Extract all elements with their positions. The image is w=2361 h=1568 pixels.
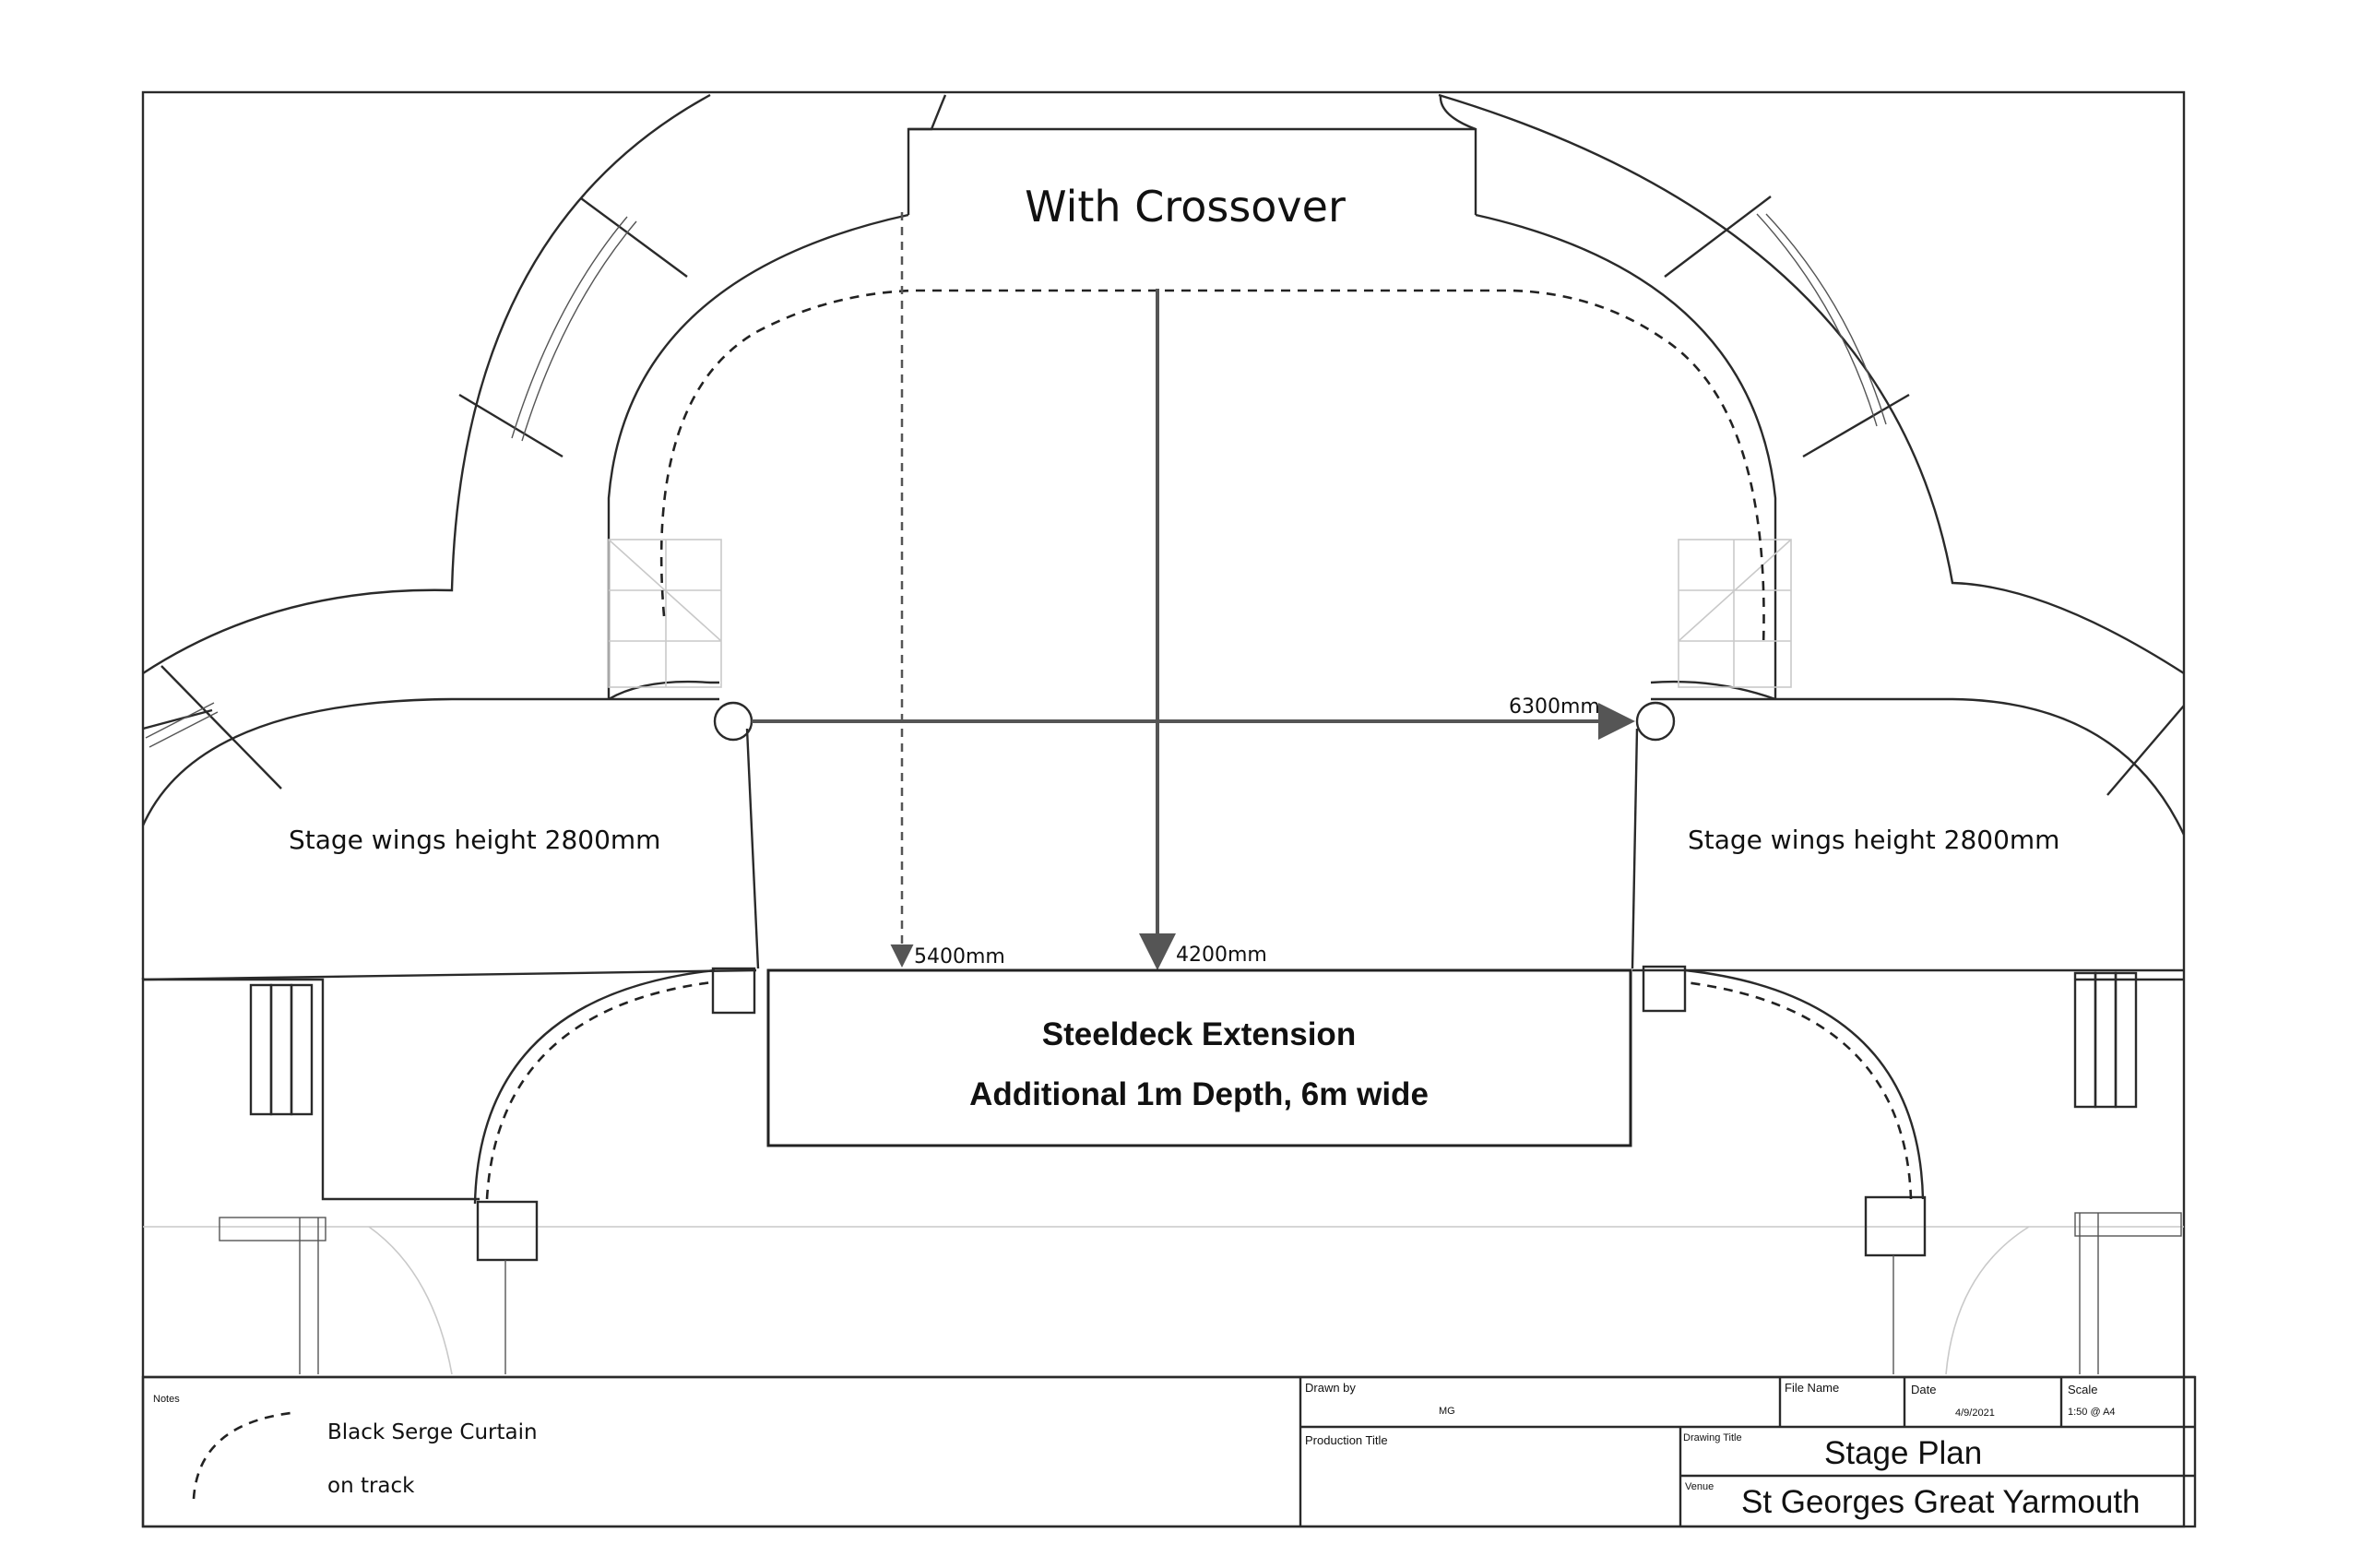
legend-line1: Black Serge Curtain <box>327 1420 538 1444</box>
dimension-depth-dashed-label: 5400mm <box>914 945 1005 968</box>
legend-line2: on track <box>327 1474 415 1498</box>
background-scaffolding <box>368 539 2030 1375</box>
wing-label-right: Stage wings height 2800mm <box>1688 825 2059 855</box>
dimension-depth-solid-label: 4200mm <box>1176 944 1267 967</box>
door-structures <box>219 701 2182 1374</box>
date-label: Date <box>1911 1383 1936 1396</box>
file-name-label: File Name <box>1785 1381 1839 1395</box>
drawn-by-value: MG <box>1439 1406 1455 1417</box>
scale-value: 1:50 @ A4 <box>2068 1407 2116 1418</box>
column-right <box>1635 701 1676 742</box>
dimension-width-label: 6300mm <box>1509 695 1600 719</box>
drawing-heading: With Crossover <box>1025 182 1346 232</box>
venue-value: St Georges Great Yarmouth <box>1741 1484 2141 1520</box>
dimension-lines <box>752 212 1635 970</box>
date-value: 4/9/2021 <box>1955 1408 1995 1419</box>
notes-label: Notes <box>153 1394 180 1405</box>
column-left <box>713 701 753 742</box>
curtain-legend-symbol <box>192 1411 291 1500</box>
wing-label-left: Stage wings height 2800mm <box>289 825 660 855</box>
production-title-label: Production Title <box>1305 1433 1388 1447</box>
drawing-title-value: Stage Plan <box>1824 1435 1982 1471</box>
notes-legend: Notes Black Serge Curtain on track <box>153 1394 538 1500</box>
drawing-border <box>141 90 2186 1528</box>
venue-label: Venue <box>1685 1481 1714 1492</box>
scale-label: Scale <box>2068 1383 2098 1396</box>
steeldeck-extension <box>766 968 1632 1147</box>
drawing-title-label: Drawing Title <box>1683 1432 1742 1443</box>
title-block-fields: Drawn by MG File Name Date 4/9/2021 Scal… <box>1305 1381 2141 1520</box>
crossover-curtain-track <box>659 289 1765 647</box>
steeldeck-title: Steeldeck Extension <box>1042 1016 1356 1052</box>
title-block <box>141 1375 2197 1528</box>
building-outline <box>141 93 2186 1228</box>
drawn-by-label: Drawn by <box>1305 1381 1356 1395</box>
steeldeck-subtitle: Additional 1m Depth, 6m wide <box>969 1076 1429 1112</box>
